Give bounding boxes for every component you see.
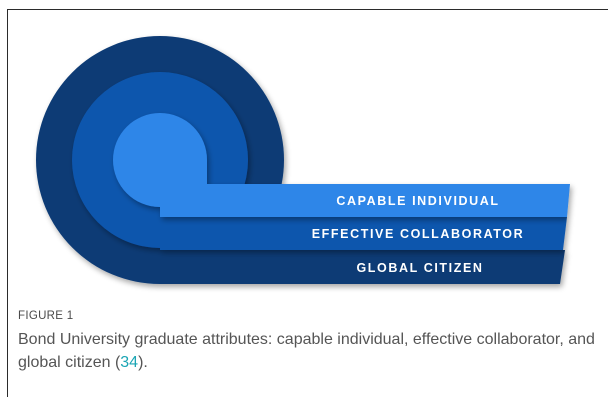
capable-individual-shape [113,113,570,217]
frame-left-border [7,9,8,397]
caption-body: Bond University graduate attributes: cap… [18,331,595,371]
frame-top-border [7,9,608,10]
caption-end: ). [138,354,148,371]
caption-text: Bond University graduate attributes: cap… [18,328,598,374]
capable-individual-band [160,184,570,217]
effective-collaborator-band [160,217,567,250]
global-citizen-band [160,250,565,284]
global-citizen-label: GLOBAL CITIZEN [356,261,483,275]
graduate-attributes-diagram: CAPABLE INDIVIDUAL EFFECTIVE COLLABORATO… [36,36,570,284]
inner-band-join [160,160,207,184]
figure-label: FIGURE 1 [18,310,74,322]
figure-caption: FIGURE 1 Bond University graduate attrib… [18,310,598,374]
capable-individual-label: CAPABLE INDIVIDUAL [336,194,499,208]
reference-link[interactable]: 34 [120,354,139,371]
effective-collaborator-label: EFFECTIVE COLLABORATOR [312,227,525,241]
